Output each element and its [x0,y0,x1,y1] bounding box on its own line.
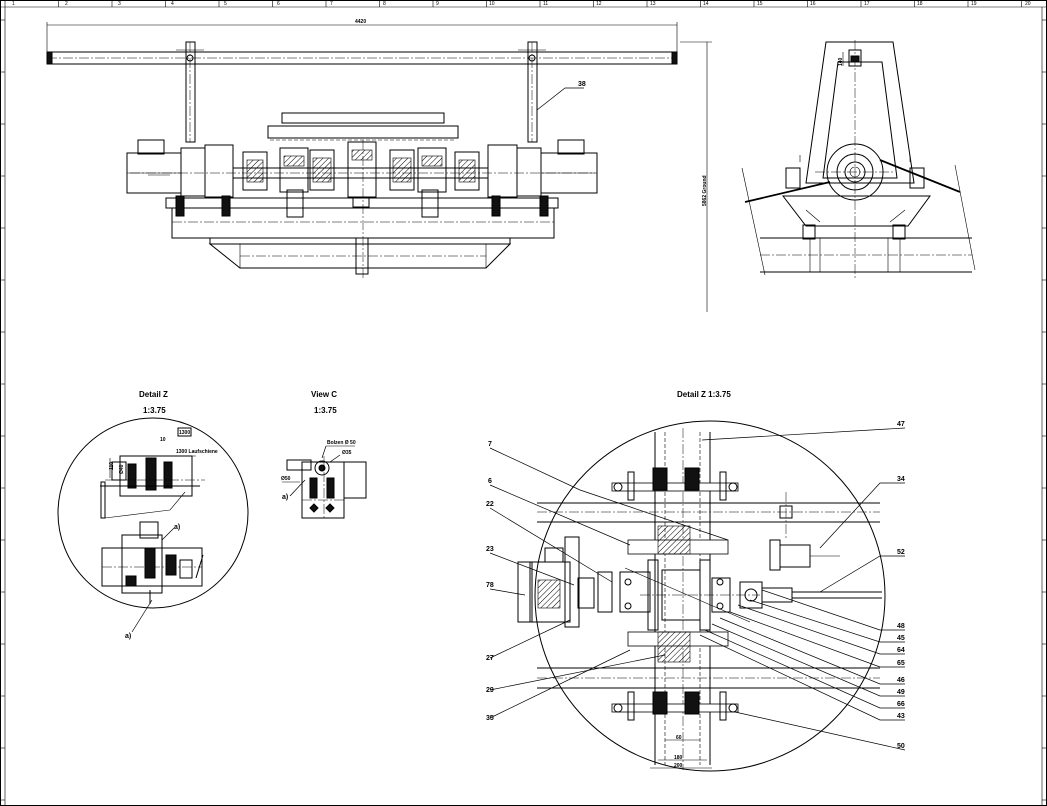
dim-110: 110 [109,462,115,470]
zone-label: 17 [864,1,870,7]
drive-components [242,141,480,218]
zone-label: 7 [330,1,333,7]
zone-label: 5 [224,1,227,7]
view-c: View C 1:3.75 Bolzen Ø 50 Ø35 Ø50 a) [281,390,367,520]
hanger-right [518,41,546,143]
zone-label: 16 [810,1,816,7]
top-clamp [611,467,739,501]
view-c-dim-35: Ø35 [342,450,352,456]
part-label-27: 27 [486,655,494,662]
zone-label: 8 [383,1,386,7]
view-c-title: View C [311,390,337,399]
upper-guard-frame [267,112,459,141]
part-label-78: 78 [486,582,494,589]
part-label-50: 50 [897,743,905,750]
drive-unit-left [517,536,651,628]
detail-z-title: Detail Z [139,390,168,399]
zone-labels: 1 2 3 4 5 6 7 8 9 10 11 12 13 14 15 16 1… [12,1,1031,7]
part-label-35: 35 [486,715,494,722]
dim-phi40: Ø40 [119,464,125,474]
side-dim-small: 140 [838,57,844,66]
view-c-scale: 1:3.75 [314,406,337,415]
side-view: 140 [741,40,976,280]
dim-180: 180 [674,755,683,761]
zone-label: 10 [489,1,495,7]
zone-label: 13 [650,1,656,7]
detail-z-large-title: Detail Z 1:3.75 [677,390,731,399]
part-label-29: 29 [486,687,494,694]
zone-label: 20 [1025,1,1031,7]
base-frame [165,140,559,278]
zone-label: 6 [277,1,280,7]
zone-label: 2 [65,1,68,7]
dim-10: 10 [160,437,166,443]
part-label-64: 64 [897,647,905,654]
zone-label: 9 [436,1,439,7]
motor-right [487,139,598,198]
part-label-43: 43 [897,713,905,720]
part-label-48: 48 [897,623,905,630]
view-c-callout-a: a) [282,494,288,501]
zone-label: 1 [12,1,15,7]
view-c-dim-50: Ø50 [281,476,291,482]
callout-a1: a) [174,524,180,531]
dim-height: 5862 Ground [702,175,708,206]
bottom-clamp [611,691,739,721]
part-label-66: 66 [897,701,905,708]
zone-label: 15 [757,1,763,7]
part-label-7: 7 [488,441,492,448]
zone-label: 4 [171,1,174,7]
dim-top-width: 4420 [355,19,366,25]
part-label-6: 6 [488,478,492,485]
front-elevation-view: 4420 38 [46,19,712,312]
part-label-52: 52 [897,549,905,556]
detail-z-scale: 1:3.75 [143,406,166,415]
part-label-49: 49 [897,689,905,696]
overhead-rail-beam: 4420 [46,19,678,65]
dim-200: 200 [674,763,683,769]
part-label-46: 46 [897,677,905,684]
label-box-1300: 1300 [179,430,190,436]
label-1300-laufschiene: 1300 Laufschiene [176,449,218,455]
part-label-38: 38 [578,81,586,88]
view-c-bolt: Bolzen Ø 50 [327,440,356,446]
zone-label: 11 [543,1,548,7]
zone-label: 14 [703,1,709,7]
motor-left [126,139,234,198]
zone-label: 18 [917,1,923,7]
part-label-65: 65 [897,660,905,667]
detail-z-small: Detail Z 1:3.75 1300 1300 Laufschiene 10… [57,390,249,640]
part-label-47: 47 [897,421,905,428]
zone-label: 3 [118,1,121,7]
part-label-45: 45 [897,635,905,642]
hanger-left [176,41,204,143]
callout-a2: a) [125,633,131,640]
part-label-23: 23 [486,546,494,553]
dim-60: 60 [676,735,682,741]
part-label-34: 34 [897,476,905,483]
detail-z-large: Detail Z 1:3.75 [486,390,906,772]
zone-label: 12 [596,1,602,7]
part-label-22: 22 [486,501,494,508]
zone-label: 19 [971,1,977,7]
